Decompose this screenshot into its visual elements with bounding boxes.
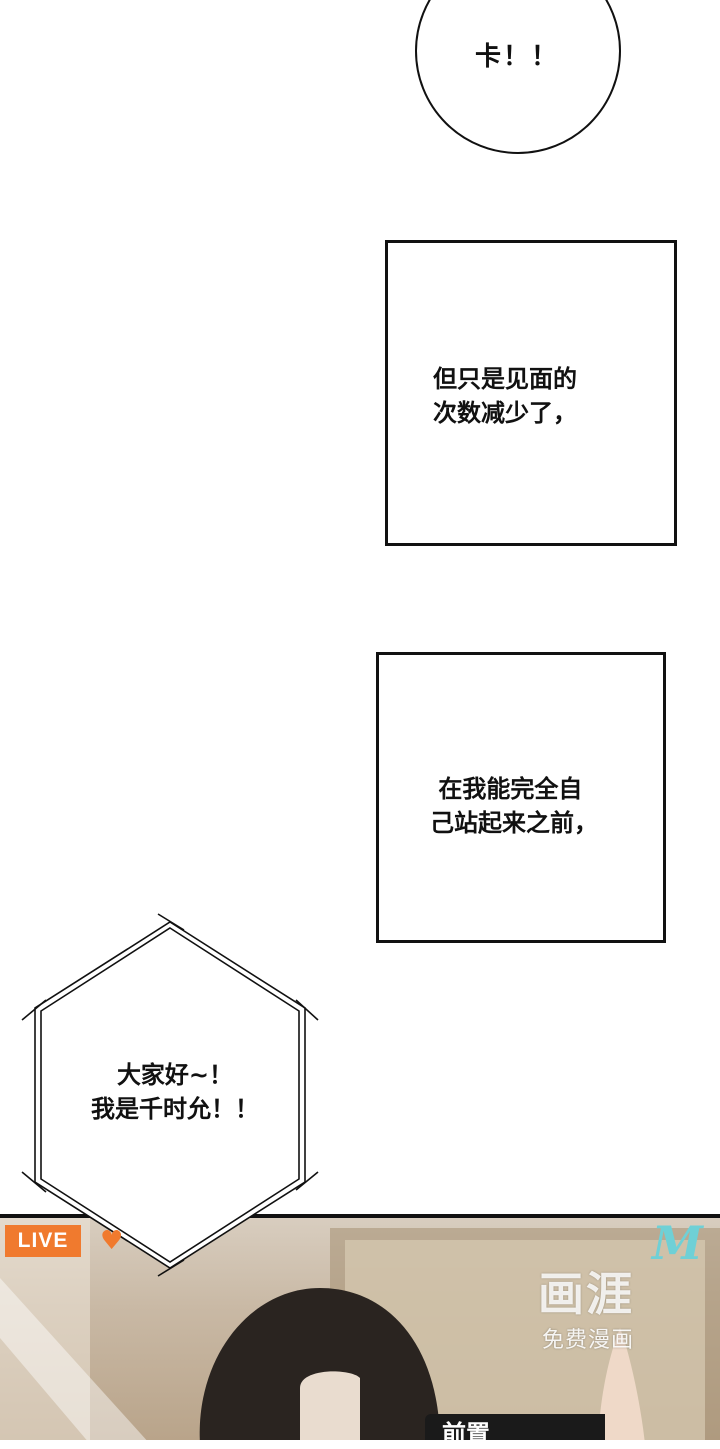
hexagon-line-2: 我是千时允！！ (91, 1095, 259, 1123)
live-badge: LIVE (5, 1225, 81, 1257)
speech-bubble-round (415, 0, 621, 154)
logo-m-icon: M (652, 1216, 703, 1270)
subtitle-text: 前置 (442, 1420, 490, 1448)
speech-bubble-text: 卡！！ (475, 42, 560, 72)
watermark-tagline: 免费漫画 (542, 1328, 635, 1353)
speech-bubble-hexagon (21, 913, 319, 1277)
livestream-panel (0, 1214, 720, 1440)
heart-icon: ♥ (100, 1226, 124, 1256)
hexagon-line-1: 大家好~！ (116, 1061, 234, 1089)
watermark-brand: 画涯 (538, 1267, 634, 1321)
caption-box-2 (376, 652, 666, 943)
subtitle-strip (425, 1414, 605, 1440)
hexagon-bubble-text: 大家好~！ 我是千时允！！ (60, 1058, 290, 1126)
caption-box-1 (385, 240, 677, 546)
caption-text-2: 在我能完全自 己站起来之前， (430, 775, 598, 837)
caption-text-1: 但只是见面的 次数减少了， (433, 365, 577, 427)
scene-illustration (0, 1218, 720, 1440)
